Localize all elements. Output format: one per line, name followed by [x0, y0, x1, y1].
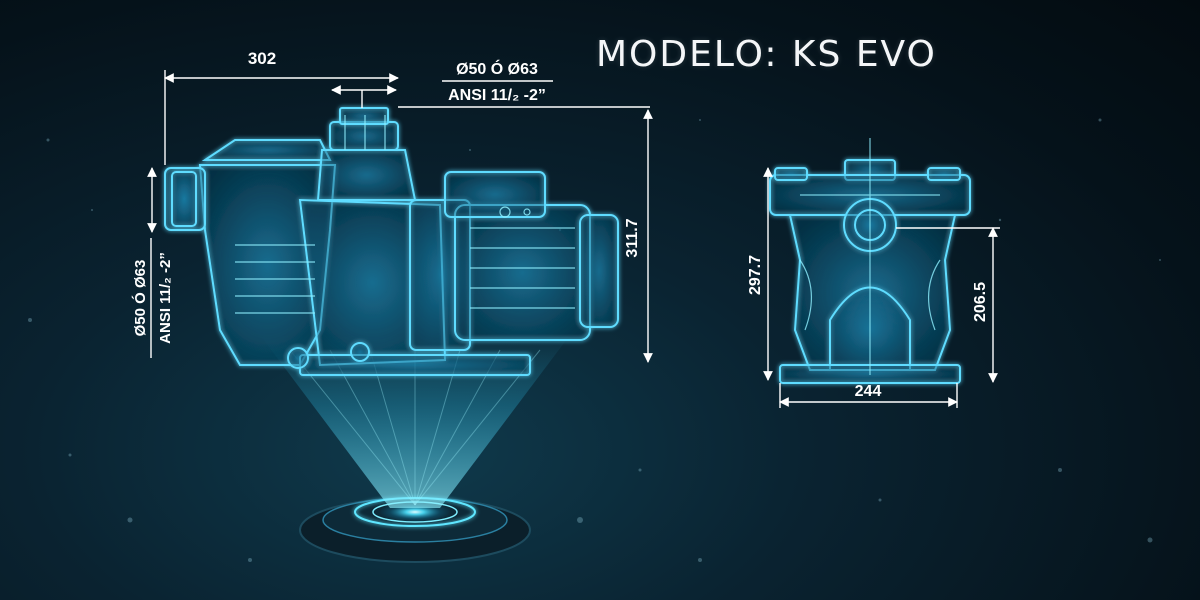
dim-height-311: 311.7: [624, 218, 641, 257]
water-droplets: [28, 118, 1161, 562]
pump-front-details: [799, 138, 941, 375]
dim-inlet-line1: Ø50 Ó Ø63: [131, 260, 149, 337]
pump-side-details: [235, 115, 575, 314]
model-title: MODELO: KS EVO: [596, 34, 937, 75]
dim-width-244: 244: [855, 383, 882, 400]
hologram-projector: [260, 335, 570, 563]
dim-height-297: 297.7: [747, 255, 764, 295]
dim-width-302: 302: [248, 49, 276, 68]
dim-height-206: 206.5: [972, 282, 989, 322]
dim-inlet-line2: ANSI 11/₂ -2”: [157, 252, 174, 344]
pump-side-view: [164, 107, 619, 376]
dimension-lines: [147, 70, 1000, 408]
dim-outlet-line2: ANSI 11/₂ -2”: [448, 87, 546, 104]
dim-outlet-line1: Ø50 Ó Ø63: [456, 59, 538, 78]
